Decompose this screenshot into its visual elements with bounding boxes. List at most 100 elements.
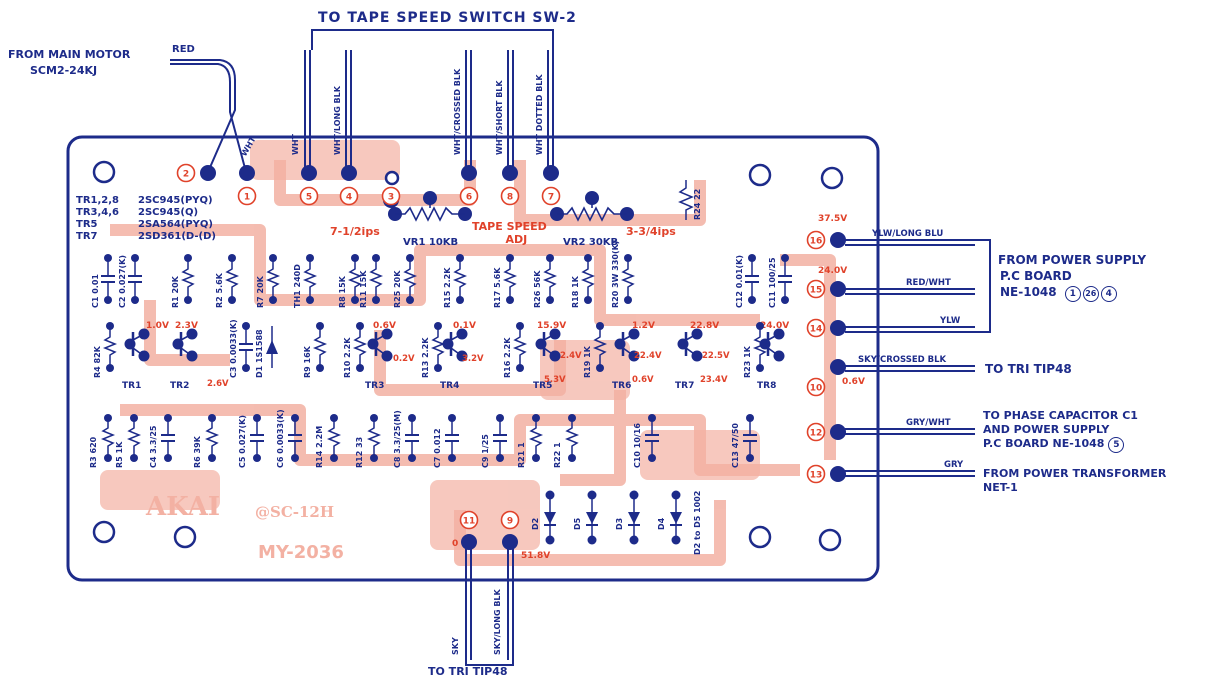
right-voltage-label: 37.5V bbox=[818, 214, 847, 224]
voltage-small-label: 2.4V bbox=[560, 351, 582, 361]
tr-row-key: TR1,2,8 bbox=[76, 195, 119, 206]
component-top-label: R18 1K bbox=[571, 275, 580, 308]
top-wire-label: WHT/SHORT BLK bbox=[495, 80, 504, 155]
phase-line2: AND POWER SUPPLY bbox=[983, 423, 1110, 436]
top-wire-label: WHT/LONG BLK bbox=[333, 85, 342, 155]
component-top-label: R11 15K bbox=[359, 270, 368, 308]
right-pad-dot bbox=[830, 232, 846, 248]
component-top-body bbox=[502, 258, 518, 300]
right-wires bbox=[845, 239, 991, 477]
top-wire-bundle bbox=[170, 29, 554, 173]
top-pad-dot bbox=[301, 165, 317, 181]
top-pad-ring bbox=[381, 186, 401, 206]
bottom-wire-label: SKY/LONG BLK bbox=[493, 588, 502, 655]
bottom-pad-dot bbox=[502, 534, 518, 550]
component-top-label: R15 2.2K bbox=[443, 267, 452, 308]
right-pad-label: 12 bbox=[810, 429, 823, 439]
tr-row-val: 2SD361(D-(D) bbox=[138, 231, 216, 242]
component-mid-label: C3 0.0033(K) bbox=[229, 319, 238, 378]
top-pad-dot bbox=[461, 165, 477, 181]
bottom-voltage-label: 51.8V bbox=[521, 551, 550, 561]
right-pad-ring bbox=[806, 422, 826, 442]
right-pad-dot bbox=[830, 424, 846, 440]
diode-triangle bbox=[586, 512, 598, 524]
voltage-small-label: 23.4V bbox=[700, 375, 728, 385]
component-bot-label: C6 0.0033(K) bbox=[276, 409, 285, 468]
component-top-body bbox=[265, 258, 281, 300]
transistor-collector bbox=[180, 333, 193, 341]
component-top-label: C2 0.027(K) bbox=[118, 255, 127, 308]
right-pad-ring bbox=[806, 318, 826, 338]
circled-ref: 26 bbox=[1082, 286, 1099, 302]
transistor-emitter bbox=[375, 347, 388, 357]
bottom-pad-ring bbox=[459, 510, 479, 530]
component-top-body bbox=[347, 258, 363, 300]
right-pad-label: 16 bbox=[810, 237, 823, 247]
transistor-emitter bbox=[132, 347, 145, 357]
voltage-small-label: 22.4V bbox=[634, 351, 662, 361]
power-board-no: NE-1048 bbox=[1000, 285, 1057, 299]
top-pad-label: 3 bbox=[388, 193, 394, 203]
board-code-label: @SC-12H bbox=[255, 503, 335, 521]
transformer-line2: NET-1 bbox=[983, 481, 1018, 494]
mount-hole-br2 bbox=[818, 528, 842, 552]
transformer-label: FROM POWER TRANSFORMER NET-1 bbox=[983, 467, 1166, 495]
r24-label: R24 22 bbox=[693, 189, 702, 220]
top-wire-label: WHT bbox=[291, 133, 300, 155]
voltage-small-label: 0.2V bbox=[393, 354, 415, 364]
tr-row-val: 2SC945(Q) bbox=[138, 207, 199, 218]
component-mid-body bbox=[102, 326, 118, 368]
transistor-emitter bbox=[180, 347, 193, 357]
component-bot-body bbox=[326, 418, 342, 458]
mounting-holes bbox=[92, 160, 844, 552]
component-bot-label: R14 2.2M bbox=[315, 426, 324, 468]
component-bot-label: R3 620 bbox=[89, 436, 98, 468]
bottom-wire-label: SKY bbox=[451, 637, 460, 655]
vr2-label: VR2 30KB bbox=[563, 237, 619, 248]
right-wire-label: YLW bbox=[939, 316, 961, 326]
diode-label: D4 bbox=[657, 517, 666, 530]
transformer-line1: FROM POWER TRANSFORMER bbox=[983, 467, 1167, 480]
mount-hole-tr1 bbox=[748, 163, 772, 187]
voltage-label: 24.0V bbox=[760, 321, 789, 331]
component-top-label: R7 20K bbox=[256, 275, 265, 308]
top-pad-dot bbox=[341, 165, 357, 181]
tri-tip-right-label: TO TRI TIP48 bbox=[985, 362, 1072, 376]
top-wire-label: WHT DOTTED BLK bbox=[535, 74, 544, 155]
bottom-pad-dot bbox=[461, 534, 477, 550]
bottom-wires bbox=[465, 545, 514, 666]
mount-hole-br1 bbox=[748, 525, 772, 549]
component-bot-label: R21 1 bbox=[517, 442, 526, 468]
motor-wire-label: RED bbox=[172, 44, 195, 55]
voltage-small-label: 2.6V bbox=[207, 379, 229, 389]
bottom-pad-ring bbox=[500, 510, 520, 530]
component-mid-body bbox=[352, 326, 368, 368]
top-pad-ring bbox=[541, 186, 561, 206]
circled-ref: 5 bbox=[1108, 437, 1125, 453]
bottom-voltage-label: 0 bbox=[452, 539, 458, 549]
speed-right-label: 3-3/4ips bbox=[626, 225, 676, 238]
transistor-collector bbox=[685, 333, 698, 341]
transistor-emitter bbox=[450, 347, 463, 357]
component-bot-label: C8 3.3/25(M) bbox=[393, 410, 402, 468]
tr-row-val: 2SA564(PYQ) bbox=[138, 219, 213, 230]
right-wire-label: YLW/LONG BLU bbox=[871, 229, 943, 239]
transistor-collector bbox=[622, 333, 635, 341]
transistor-label: TR3 bbox=[365, 381, 384, 391]
component-mid-label: R23 1K bbox=[743, 345, 752, 378]
component-top-label: C11 100/25 bbox=[768, 257, 777, 308]
transistor-collector bbox=[132, 333, 145, 341]
component-bot-label: D2 to D5 1002 bbox=[693, 491, 702, 555]
component-mid-label: R19 1K bbox=[583, 345, 592, 378]
tape-speed-line2: ADJ bbox=[505, 233, 528, 246]
voltage-label: 22.8V bbox=[690, 321, 719, 331]
power-line1: FROM POWER SUPPLY bbox=[998, 253, 1147, 267]
component-mid-label: R10 2.2K bbox=[343, 337, 352, 378]
mount-hole-bl2 bbox=[173, 525, 197, 549]
top-pad-dot bbox=[239, 165, 255, 181]
component-mid-label: R13 2.2K bbox=[421, 337, 430, 378]
